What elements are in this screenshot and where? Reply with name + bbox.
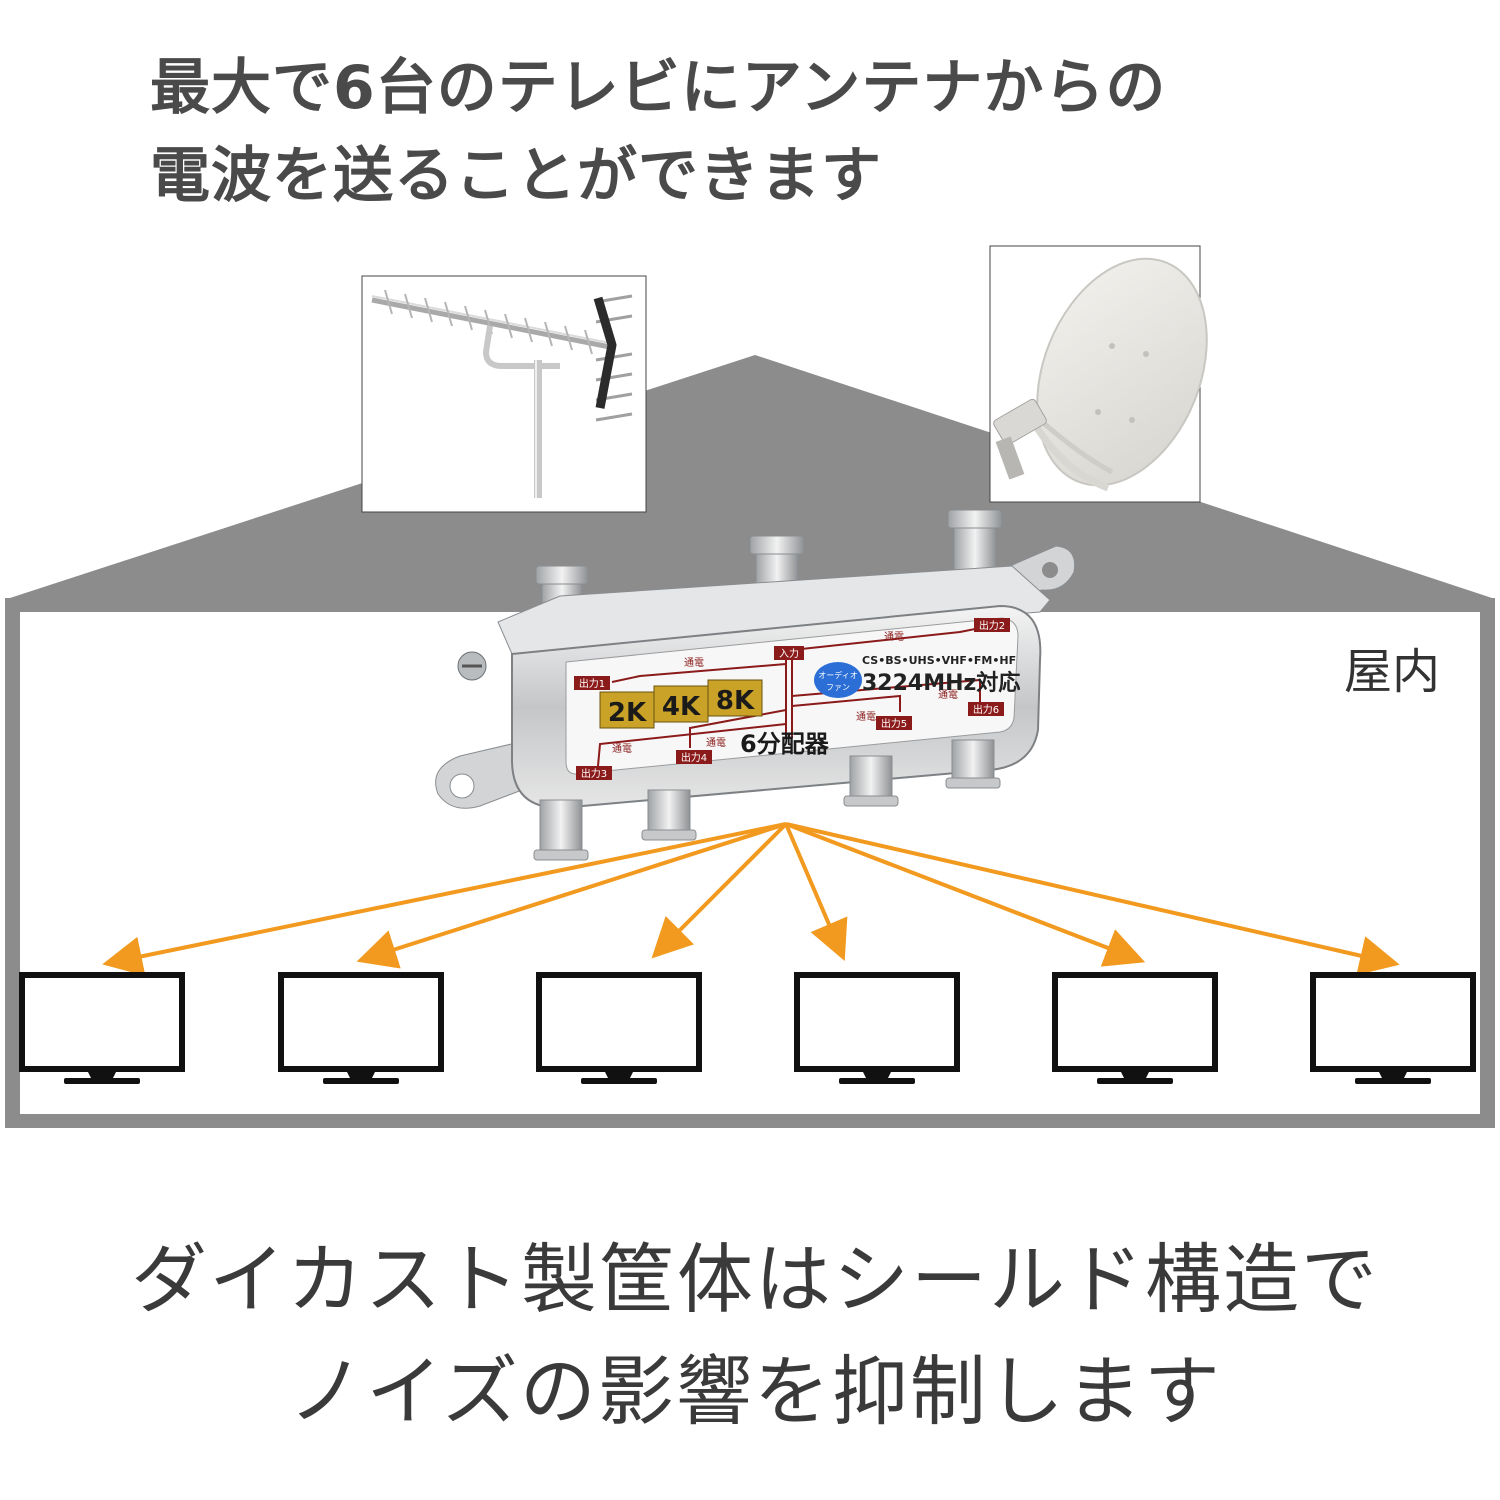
signal-arrow-5 bbox=[785, 822, 1146, 967]
frequency-rating: 3224MHz対応 bbox=[862, 670, 1020, 696]
splitter-output-label-2: 出力2 bbox=[974, 618, 1010, 632]
svg-text:通電: 通電 bbox=[884, 631, 904, 643]
tv-icon bbox=[1310, 972, 1476, 1084]
resolution-badge-2k: 2K bbox=[599, 691, 655, 729]
splitter-output-label-4: 出力4 bbox=[676, 750, 712, 764]
svg-text:出力1: 出力1 bbox=[579, 677, 605, 690]
footer-line-1: ダイカスト製筐体はシールド構造で bbox=[131, 1235, 1379, 1324]
svg-text:通電: 通電 bbox=[706, 737, 726, 749]
footer-line-2: ノイズの影響を抑制します bbox=[288, 1347, 1222, 1436]
svg-text:入力: 入力 bbox=[779, 647, 799, 660]
frequency-bands: CS•BS•UHS•VHF•FM•HF bbox=[862, 654, 1016, 667]
tv-icon bbox=[1052, 972, 1218, 1084]
indoor-label: 屋内 bbox=[1344, 644, 1441, 700]
signal-arrow-2 bbox=[356, 822, 787, 969]
resolution-badge-4k: 4K bbox=[653, 685, 709, 723]
signal-arrow-4 bbox=[784, 823, 848, 962]
signal-arrow-3 bbox=[651, 822, 788, 959]
splitter-output-label-6: 出力6 bbox=[968, 702, 1004, 716]
splitter-output-label-3: 出力3 bbox=[576, 766, 612, 780]
tv-icon bbox=[536, 972, 702, 1084]
splitter-output-label-1: 出力1 bbox=[574, 676, 610, 690]
svg-text:2K: 2K bbox=[608, 698, 647, 728]
signal-arrows bbox=[102, 822, 1400, 976]
uhf-antenna-icon bbox=[361, 275, 647, 513]
svg-text:ファン: ファン bbox=[826, 683, 850, 692]
headline-line-2: 電波を送ることができます bbox=[150, 141, 882, 211]
svg-text:通電: 通電 bbox=[938, 689, 958, 701]
svg-text:通電: 通電 bbox=[856, 711, 876, 723]
svg-text:8K: 8K bbox=[716, 686, 755, 716]
svg-text:出力4: 出力4 bbox=[681, 751, 707, 764]
house-roof bbox=[10, 355, 1492, 598]
resolution-badge-8k: 8K bbox=[707, 679, 763, 717]
satellite-dish-icon bbox=[989, 245, 1208, 503]
tv-icon bbox=[19, 972, 185, 1084]
svg-text:出力2: 出力2 bbox=[979, 619, 1005, 632]
svg-text:出力5: 出力5 bbox=[881, 717, 907, 730]
tv-icon bbox=[278, 972, 444, 1084]
svg-text:オーディオ: オーディオ bbox=[818, 670, 857, 680]
brand-logo: オーディオ ファン bbox=[814, 662, 862, 698]
splitter-input-label: 入力 bbox=[774, 646, 804, 660]
signal-arrow-1 bbox=[102, 822, 787, 976]
splitter-output-label-5: 出力5 bbox=[876, 716, 912, 730]
svg-text:出力6: 出力6 bbox=[973, 703, 999, 716]
svg-text:出力3: 出力3 bbox=[581, 767, 607, 780]
splitter-name: 6分配器 bbox=[740, 730, 830, 758]
svg-text:通電: 通電 bbox=[612, 743, 632, 755]
splitter-device: 出力1 出力2 出力3 出力4 出力5 出力6 入力 通電 通電 通電 通電 bbox=[435, 509, 1076, 861]
headline-line-1: 最大で6台のテレビにアンテナからの bbox=[150, 53, 1167, 123]
tv-icon bbox=[794, 972, 960, 1084]
svg-text:4K: 4K bbox=[662, 692, 701, 722]
splitter-pass-label: 通電 bbox=[684, 657, 704, 669]
signal-arrow-6 bbox=[785, 822, 1400, 976]
